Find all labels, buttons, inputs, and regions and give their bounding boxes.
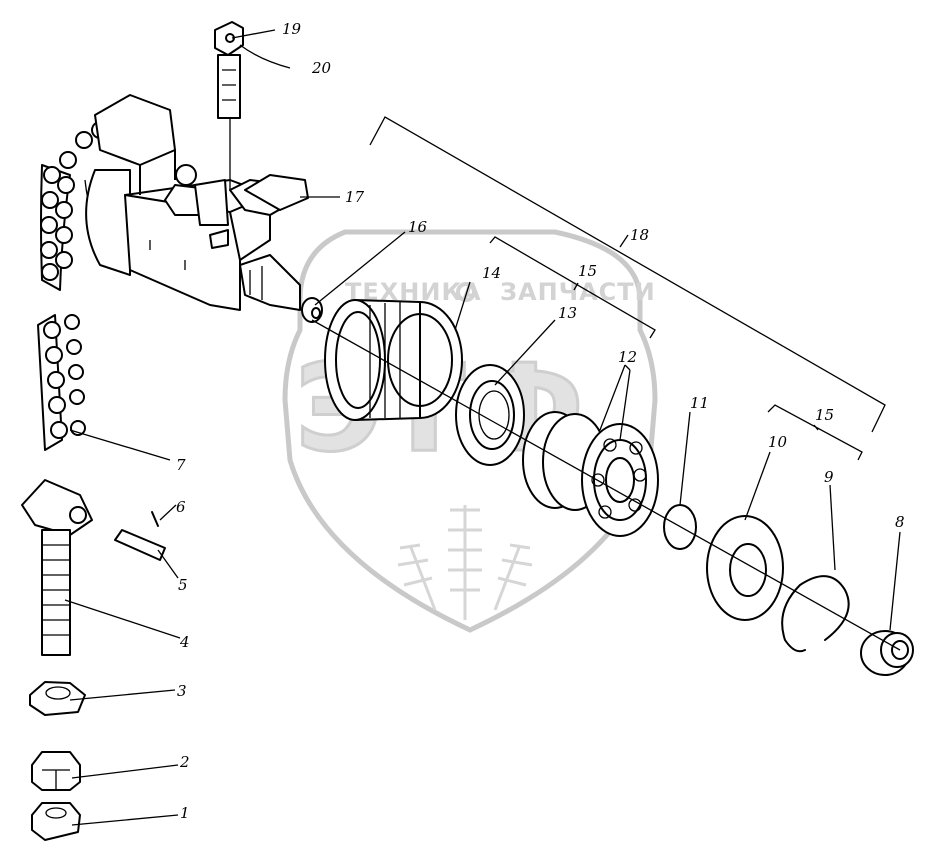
watermark-text-right: ЗАПЧАСТИ: [500, 278, 656, 306]
axle-shaft: [239, 254, 323, 323]
leader-lines: [64, 29, 901, 826]
callout-4: 4: [179, 633, 190, 651]
bracket-15-lower: [767, 404, 863, 461]
bracket-15-upper: [489, 236, 656, 339]
seal-ring: [455, 364, 525, 466]
callout-labels: 19 20 17 16 18 15 14 13 12 11 15 10 9 8 …: [176, 20, 905, 822]
callout-13: 13: [558, 304, 577, 322]
chain-segment-loose: [37, 314, 86, 451]
bearing-drum: [324, 299, 463, 421]
cotter-pin: [151, 511, 159, 527]
watermark-gear-icon: [456, 282, 476, 302]
callout-15-lower: 15: [815, 406, 834, 424]
nut-3: [29, 681, 86, 716]
seal-washer: [706, 515, 784, 621]
flange-nut: [860, 630, 914, 676]
group-brackets: [369, 116, 886, 461]
pin: [114, 529, 166, 561]
callout-3: 3: [177, 682, 187, 700]
callout-12: 12: [618, 348, 637, 366]
bracket-18: [369, 116, 886, 433]
callout-7: 7: [176, 456, 186, 474]
callout-19: 19: [282, 20, 302, 38]
tab-plate: [244, 174, 309, 211]
watermark-wheat-icon: [397, 505, 533, 620]
ball-bearing-pair: [522, 411, 659, 537]
callout-6: 6: [176, 498, 186, 516]
sprocket-disc: [85, 169, 131, 276]
callout-11: 11: [690, 394, 709, 412]
callout-10: 10: [768, 433, 788, 451]
assembly-axis-line: [311, 319, 901, 651]
callout-5: 5: [178, 576, 188, 594]
callout-16: 16: [408, 218, 428, 236]
chain-segment-assembly: [40, 121, 123, 291]
callout-8: 8: [895, 513, 905, 531]
bolt-vertical: [214, 21, 244, 119]
callout-2: 2: [179, 753, 190, 771]
adjusting-bolt: [21, 479, 93, 656]
nut-1: [31, 802, 81, 841]
callout-9: 9: [824, 468, 834, 486]
callout-1: 1: [180, 804, 190, 822]
watermark-shield: [282, 229, 658, 633]
callout-15-upper: 15: [578, 262, 597, 280]
callout-20: 20: [311, 59, 332, 77]
callout-17: 17: [345, 188, 365, 206]
circlip: [781, 575, 850, 653]
nut-2: [31, 751, 81, 791]
callout-18: 18: [630, 226, 649, 244]
callout-14: 14: [482, 264, 501, 282]
